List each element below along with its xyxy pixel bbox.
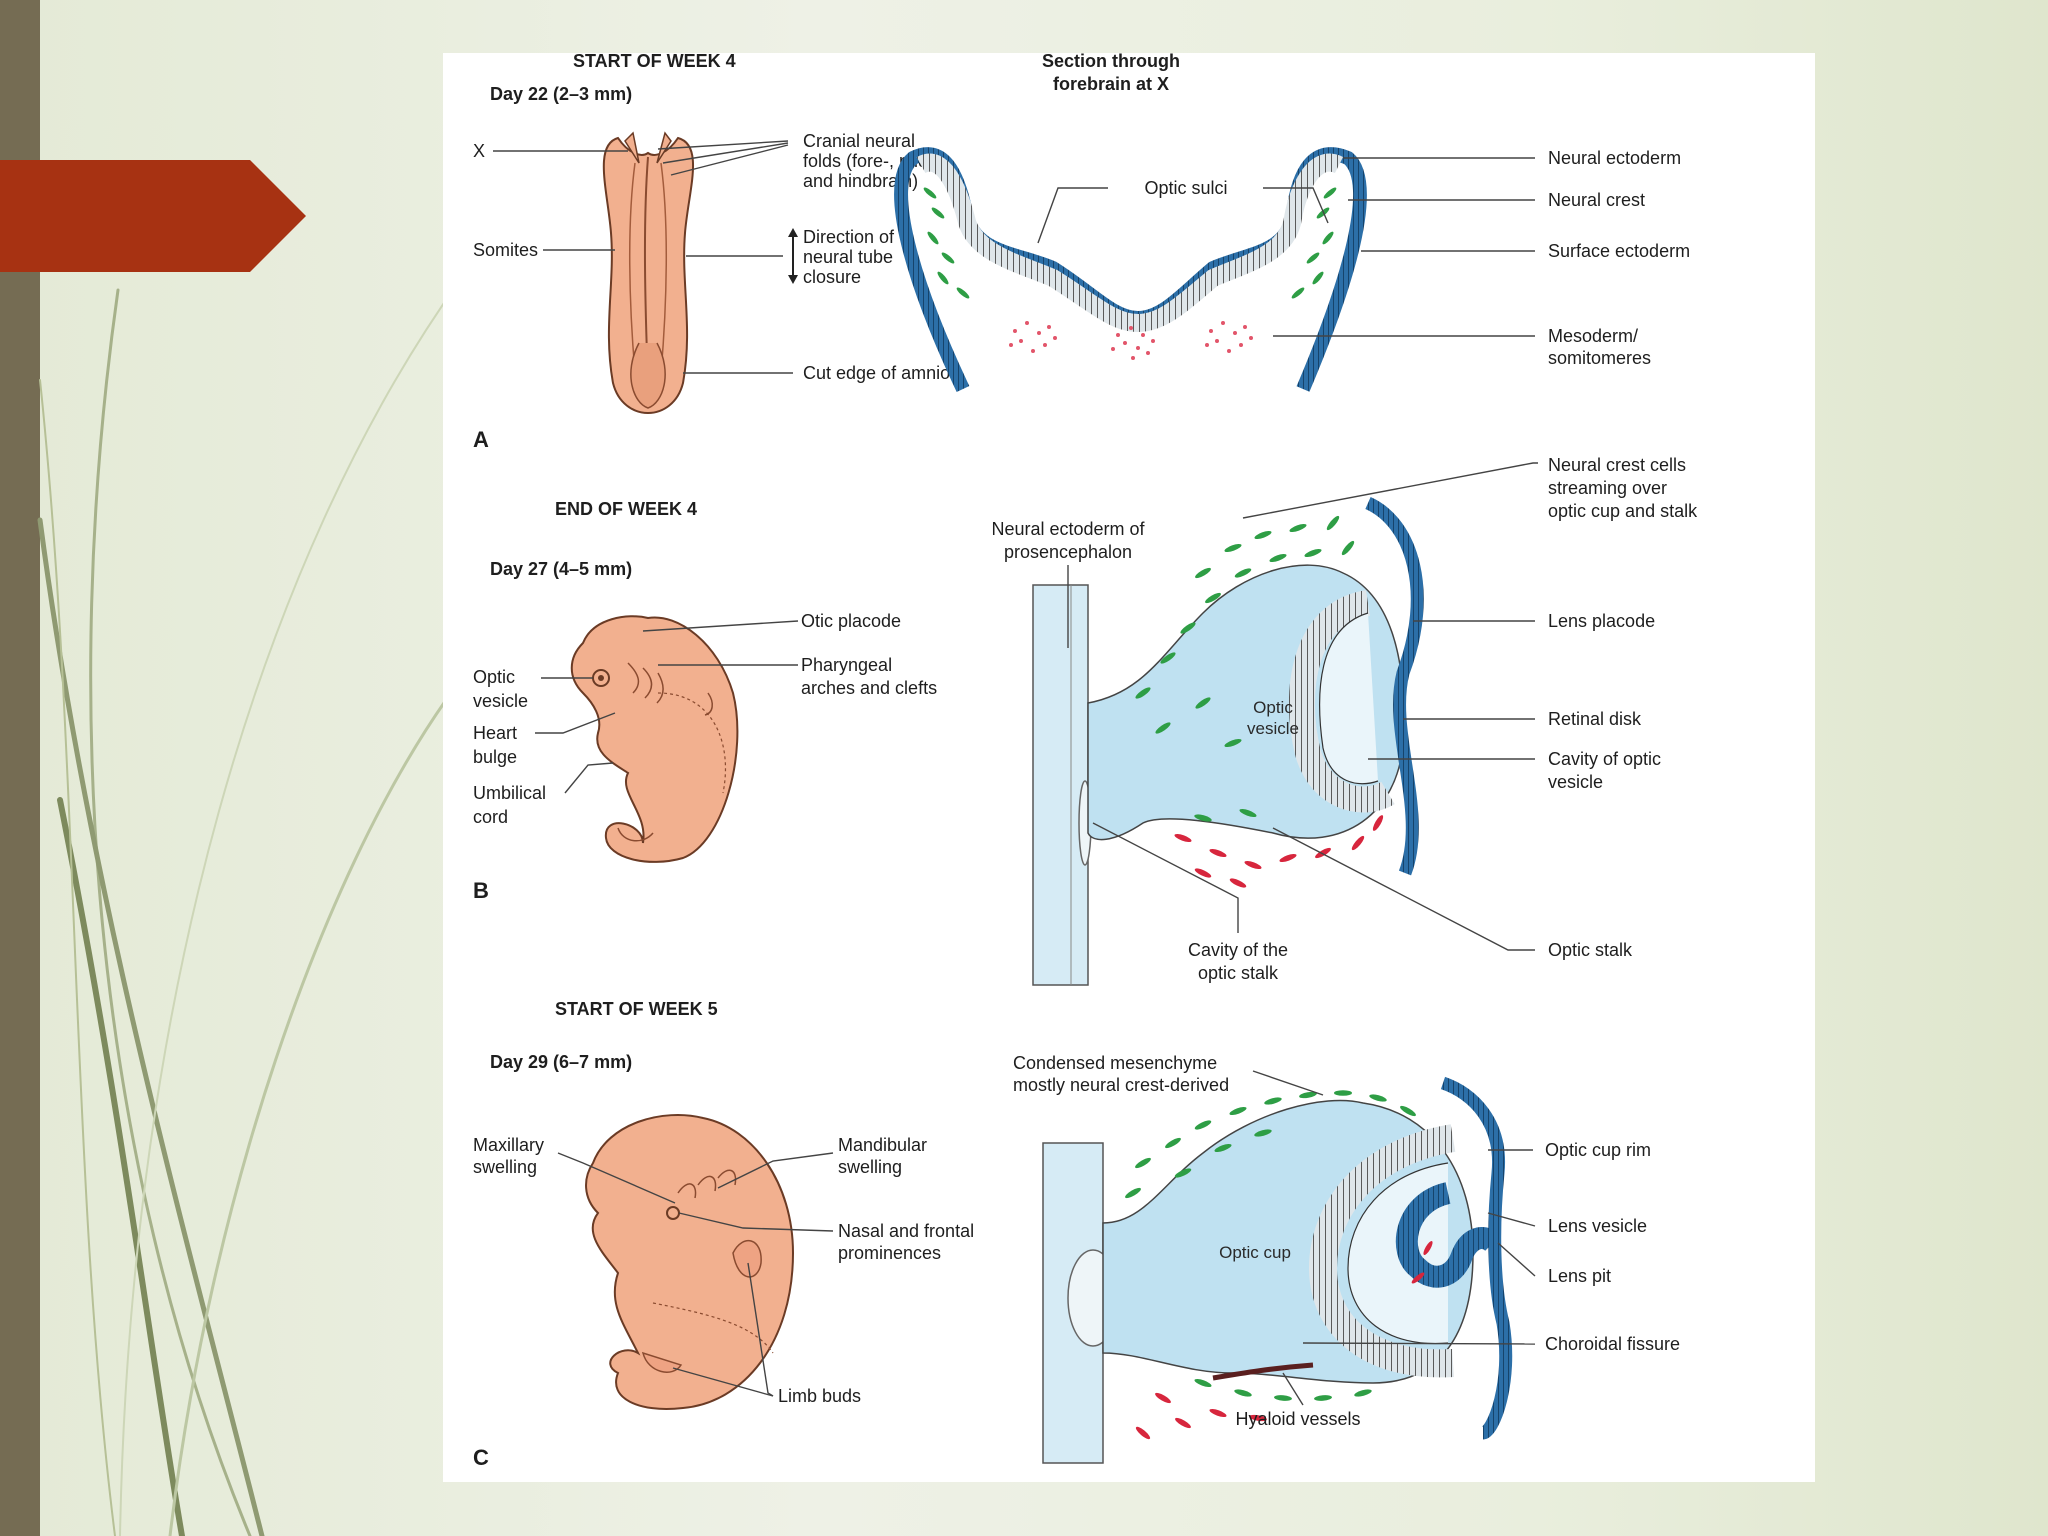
double-arrow-icon [788,228,798,284]
optic-vesicle-label-2: vesicle [473,691,528,711]
cranial-folds-label-3: and hindbrain) [803,171,918,191]
umbilical-label-2: cord [473,807,508,827]
prosencephalon-label-2: prosencephalon [1004,542,1132,562]
maxillary-label-1: Maxillary [473,1135,544,1155]
direction-label-1: Direction of [803,227,895,247]
mandibular-label-2: swelling [838,1157,902,1177]
optic-vesicle-inner-label-2: vesicle [1247,719,1299,738]
decorative-grass-lines [37,279,460,1536]
amnion-label: Cut edge of amnion [803,363,960,383]
lens-placode-label: Lens placode [1548,611,1655,631]
nasal-label-2: prominences [838,1243,941,1263]
mandibular-label-1: Mandibular [838,1135,927,1155]
optic-sulci-label: Optic sulci [1144,178,1227,198]
heart-bulge-label-1: Heart [473,723,517,743]
forebrain-section [894,147,1368,392]
lens-vesicle-label: Lens vesicle [1548,1216,1647,1236]
somites-label: Somites [473,240,538,260]
choroidal-label: Choroidal fissure [1545,1334,1680,1354]
direction-label-3: closure [803,267,861,287]
optic-cup-inner-label: Optic cup [1219,1243,1291,1262]
hyaloid-label: Hyaloid vessels [1235,1409,1360,1429]
day-label-b: Day 27 (4–5 mm) [490,559,632,579]
maxillary-label-2: swelling [473,1157,537,1177]
cavity-vesicle-label-2: vesicle [1548,772,1603,792]
crest-cells-label-2: streaming over [1548,478,1667,498]
eye-development-figure: START OF WEEK 4 Day 22 (2–3 mm) X Somite… [473,53,1698,1470]
cavity-stalk-label-2: optic stalk [1198,963,1279,983]
lens-pit-label: Lens pit [1548,1266,1611,1286]
chevron-arrow-icon [0,160,306,272]
otic-placode-label: Otic placode [801,611,901,631]
day-label-a: Day 22 (2–3 mm) [490,84,632,104]
day-label-c: Day 29 (6–7 mm) [490,1052,632,1072]
heart-bulge-label-2: bulge [473,747,517,767]
condensed-label-2: mostly neural crest-derived [1013,1075,1229,1095]
direction-label-2: neural tube [803,247,893,267]
retinal-disk-label: Retinal disk [1548,709,1642,729]
pharyngeal-label-2: arches and clefts [801,678,937,698]
week-heading-b: END OF WEEK 4 [555,499,697,519]
embryo-day29 [585,1114,795,1410]
embryo-day22 [602,131,694,414]
optic-cup-rim-label: Optic cup rim [1545,1140,1651,1160]
pharyngeal-label-1: Pharyngeal [801,655,892,675]
neural-crest-label: Neural crest [1548,190,1645,210]
crest-cells-label-1: Neural crest cells [1548,455,1686,475]
panel-letter-c: C [473,1445,489,1470]
section-heading-a-1: Section through [1042,53,1180,71]
prosencephalon-label-1: Neural ectoderm of [991,519,1145,539]
umbilical-label-1: Umbilical [473,783,546,803]
optic-vesicle-section [1032,497,1424,986]
crest-cells-label-3: optic cup and stalk [1548,501,1698,521]
week-heading-a: START OF WEEK 4 [573,53,736,71]
cavity-stalk-label-1: Cavity of the [1188,940,1288,960]
section-heading-a-2: forebrain at X [1053,74,1169,94]
neural-ectoderm-label: Neural ectoderm [1548,148,1681,168]
mesoderm-label-2: somitomeres [1548,348,1651,368]
nasal-label-1: Nasal and frontal [838,1221,974,1241]
optic-vesicle-label-1: Optic [473,667,515,687]
panel-letter-a: A [473,427,489,452]
week-heading-c: START OF WEEK 5 [555,999,718,1019]
condensed-label-1: Condensed mesenchyme [1013,1053,1217,1073]
x-label: X [473,141,485,161]
optic-vesicle-inner-label-1: Optic [1253,698,1293,717]
embryo-day27 [570,615,739,863]
cranial-folds-label-1: Cranial neural [803,131,915,151]
optic-cup-section [1042,1076,1513,1464]
figure-panel: START OF WEEK 4 Day 22 (2–3 mm) X Somite… [443,53,1815,1482]
cavity-vesicle-label-1: Cavity of optic [1548,749,1661,769]
surface-ectoderm-label: Surface ectoderm [1548,241,1690,261]
limb-buds-label: Limb buds [778,1386,861,1406]
mesoderm-label-1: Mesoderm/ [1548,326,1638,346]
panel-letter-b: B [473,878,489,903]
optic-stalk-label: Optic stalk [1548,940,1633,960]
